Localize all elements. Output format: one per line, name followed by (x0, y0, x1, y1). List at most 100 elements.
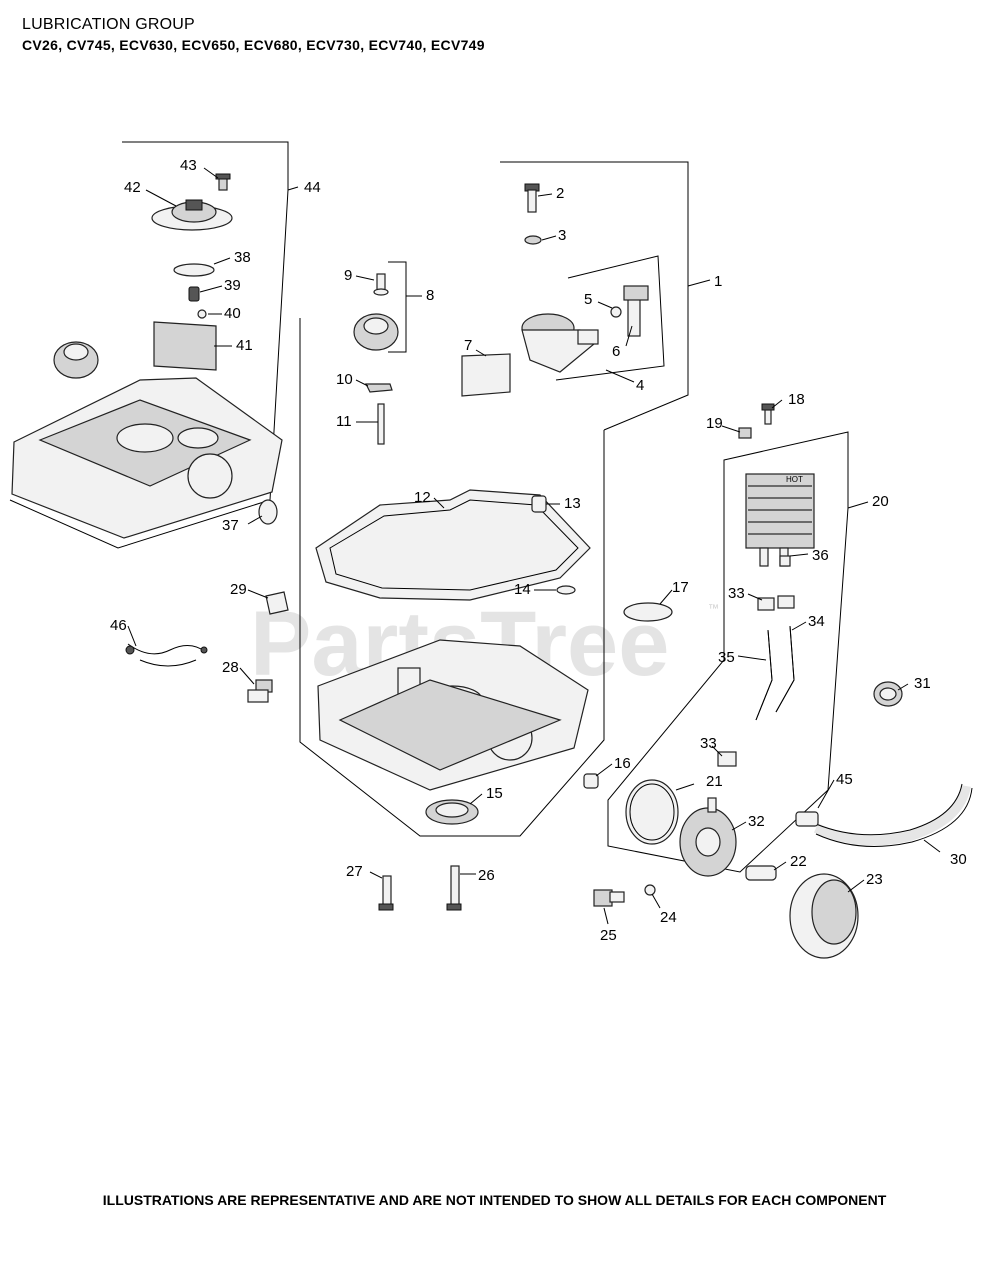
callout-33-top: 33 (728, 585, 745, 602)
callout-17: 17 (672, 579, 689, 596)
callout-31: 31 (914, 675, 931, 692)
leader-lines (127, 167, 941, 925)
callout-18: 18 (788, 391, 805, 408)
callout-46: 46 (110, 617, 127, 634)
callout-38: 38 (234, 249, 251, 266)
callout-43: 43 (180, 157, 197, 174)
hot-label: HOT (786, 475, 803, 484)
callout-22: 22 (790, 853, 807, 870)
filter-screen-41 (153, 321, 217, 371)
group-outline-1 (500, 161, 689, 431)
bolt-26 (446, 865, 462, 911)
callout-labels: 1 2 3 4 5 6 7 8 9 10 11 12 13 14 15 16 1… (110, 157, 967, 944)
oil-pressure-switch-28 (247, 679, 273, 703)
fitting-36 (779, 555, 791, 567)
callout-24: 24 (660, 909, 677, 926)
diagram-title: LUBRICATION GROUP (22, 16, 195, 33)
plug-16 (583, 773, 599, 789)
group-outline-20 (607, 431, 849, 873)
callout-4: 4 (636, 377, 644, 394)
o-ring-14 (556, 585, 576, 595)
oil-pan-center (317, 639, 589, 791)
callout-5: 5 (584, 291, 592, 308)
fitting-45 (795, 811, 819, 827)
pickup-tube-6 (623, 285, 649, 337)
ball-40 (197, 309, 207, 319)
footer-disclaimer: ILLUSTRATIONS ARE REPRESENTATIVE AND ARE… (102, 1192, 887, 1208)
gasket-21 (625, 779, 679, 845)
screen-7 (461, 353, 511, 397)
callout-35: 35 (718, 649, 735, 666)
callout-33-bottom: 33 (700, 735, 717, 752)
pin-11 (377, 403, 385, 445)
callout-37: 37 (222, 517, 239, 534)
bolt-2 (524, 183, 540, 213)
callout-9: 9 (344, 267, 352, 284)
dowel-13 (531, 495, 547, 513)
o-ring-17 (623, 602, 673, 622)
bolt-18 (761, 403, 775, 425)
hose-30 (813, 783, 973, 847)
callout-10: 10 (336, 371, 353, 388)
bolt-27 (378, 875, 394, 911)
plug-37 (258, 499, 278, 525)
oil-pan-left (11, 377, 283, 539)
callout-30: 30 (950, 851, 967, 868)
callout-2: 2 (556, 185, 564, 202)
clip-31 (873, 681, 903, 707)
callout-26: 26 (478, 867, 495, 884)
callout-34: 34 (808, 613, 825, 630)
spring-39 (188, 286, 200, 302)
nut-19 (738, 427, 752, 439)
callout-32: 32 (748, 813, 765, 830)
o-ring-5 (610, 306, 622, 318)
o-ring-24 (644, 884, 656, 896)
callout-11: 11 (336, 413, 352, 430)
oil-pump-4 (521, 313, 599, 373)
oil-cooler-20: HOT (745, 473, 815, 567)
callout-21: 21 (706, 773, 723, 790)
callout-23: 23 (866, 871, 883, 888)
callout-44: 44 (304, 179, 321, 196)
callout-40: 40 (224, 305, 241, 322)
plug-29 (265, 591, 289, 615)
clamp-33-top (757, 595, 795, 611)
callout-45: 45 (836, 771, 853, 788)
group-outline-main (299, 318, 605, 837)
group-outline-8 (388, 261, 407, 353)
model-list: CV26, CV745, ECV630, ECV650, ECV680, ECV… (22, 37, 485, 53)
callout-7: 7 (464, 337, 472, 354)
callout-3: 3 (558, 227, 566, 244)
gasket-12 (315, 489, 591, 601)
sensor-25 (593, 889, 625, 907)
bolt-43 (215, 173, 231, 191)
callout-42: 42 (124, 179, 141, 196)
washer-3 (524, 235, 542, 245)
pin-9 (373, 273, 389, 296)
hose-34-35 (755, 625, 795, 721)
oil-filter-adapter-32 (679, 797, 737, 877)
callout-36: 36 (812, 547, 829, 564)
callout-39: 39 (224, 277, 241, 294)
callout-41: 41 (236, 337, 253, 354)
callout-14: 14 (514, 581, 531, 598)
gear-left (53, 341, 99, 379)
callout-13: 13 (564, 495, 581, 512)
callout-6: 6 (612, 343, 620, 360)
oil-pump-gear-42 (151, 199, 233, 231)
callout-28: 28 (222, 659, 239, 676)
callout-16: 16 (614, 755, 631, 772)
callout-1: 1 (714, 273, 722, 290)
oil-seal-15 (425, 799, 479, 825)
callout-25: 25 (600, 927, 617, 944)
sensor-harness-46 (125, 643, 208, 667)
callout-29: 29 (230, 581, 247, 598)
clamp-33-bottom (717, 751, 737, 767)
group-outline-4 (555, 255, 665, 381)
fitting-22 (745, 865, 777, 881)
group-outline-44 (9, 141, 289, 549)
oil-filter-23 (789, 873, 859, 959)
o-ring-38 (173, 263, 215, 277)
watermark-tm: ™ (708, 603, 719, 615)
